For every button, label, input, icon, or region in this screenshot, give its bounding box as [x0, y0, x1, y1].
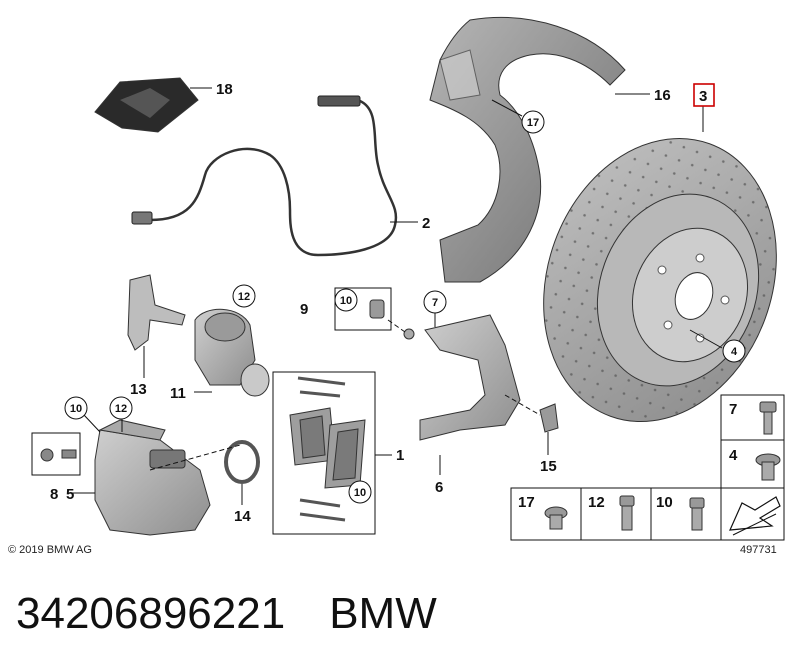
legend-label-7: 7: [729, 401, 737, 418]
legend-label-4: 4: [729, 447, 738, 464]
callout-14: 14: [234, 508, 251, 525]
callout-11: 11: [170, 385, 186, 402]
circled-callout-10-pads: 10: [348, 480, 372, 504]
circled-callout-12-top: 12: [232, 284, 256, 308]
callout-9: 9: [300, 301, 308, 318]
callout-6: 6: [435, 479, 443, 496]
legend-label-12: 12: [588, 494, 605, 511]
sensor-bracket: [127, 274, 186, 351]
copyright-notice: © 2019 BMW AG: [8, 544, 92, 556]
highlight-box: [693, 83, 715, 107]
callout-16: 16: [654, 87, 671, 104]
part-number: 34206896221: [16, 589, 286, 638]
svg-text:17: 17: [527, 117, 539, 129]
image-number: 497731: [740, 544, 777, 556]
flange-bolt-icon: [759, 401, 777, 435]
parts-diagram: 18 16 3 2 9 13 11 1 8 5 14 6 15 17 12 10…: [8, 17, 785, 556]
callout-1: 1: [396, 447, 404, 464]
svg-text:4: 4: [731, 346, 738, 358]
callout-15: 15: [540, 458, 557, 475]
direction-arrow-icon: [729, 496, 781, 536]
brake-pads-set: [289, 376, 366, 522]
cap-screw-icon: [689, 497, 705, 531]
circled-callout-4: 4: [722, 339, 746, 363]
part-caption: 34206896221 BMW: [16, 584, 784, 644]
legend-label-17: 17: [518, 494, 535, 511]
brake-caliper: [94, 419, 211, 536]
svg-text:10: 10: [340, 295, 352, 307]
parking-brake-actuator: [194, 308, 270, 397]
brand-name: BMW: [329, 589, 437, 638]
callout-8: 8: [50, 486, 58, 503]
wheel-bolt-icon: [755, 453, 781, 481]
brake-disc: [543, 137, 777, 423]
fastener-legend: 7 4 17 12 10: [510, 394, 785, 541]
svg-text:12: 12: [238, 291, 250, 303]
callout-18: 18: [216, 81, 233, 98]
hex-socket-screw-icon: [619, 495, 635, 531]
callout-3: 3: [699, 88, 707, 105]
brake-dust-shield: [429, 17, 626, 283]
sensor-cover: [94, 77, 199, 133]
callout-13: 13: [130, 381, 147, 398]
svg-text:10: 10: [354, 487, 366, 499]
clip-part: [539, 403, 559, 433]
bleeder-valve: [40, 448, 77, 462]
svg-text:12: 12: [115, 403, 127, 415]
spacer-ring: [224, 440, 260, 484]
legend-label-10: 10: [656, 494, 673, 511]
callout-2: 2: [422, 215, 430, 232]
circled-callout-7: 7: [423, 290, 447, 314]
circled-callout-10-top: 10: [334, 288, 358, 312]
circled-callout-10-left: 10: [64, 396, 88, 420]
callout-5: 5: [66, 486, 74, 503]
svg-text:7: 7: [432, 297, 438, 309]
svg-text:10: 10: [70, 403, 82, 415]
circled-callout-12-left: 12: [109, 396, 133, 420]
circled-callout-17: 17: [521, 110, 545, 134]
torx-screw-icon: [544, 506, 568, 530]
guide-bolt: [369, 299, 415, 340]
wear-sensor-cable: [131, 95, 398, 257]
caliper-carrier: [419, 314, 521, 441]
